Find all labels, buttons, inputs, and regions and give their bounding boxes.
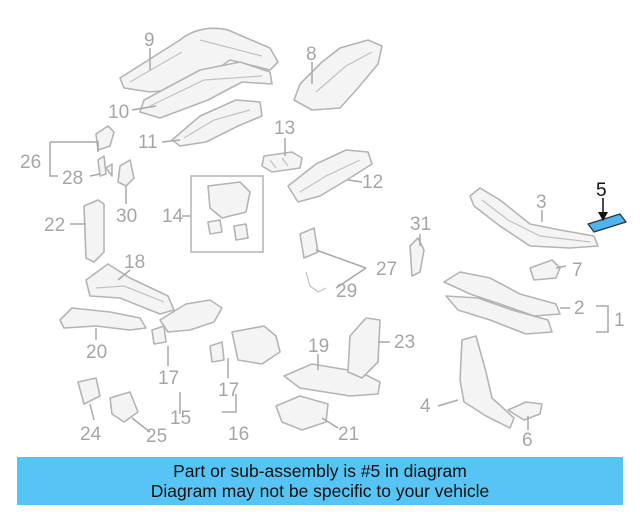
callout-10: 10: [108, 102, 129, 123]
part-30-bracket: [117, 159, 135, 187]
callout-3: 3: [536, 192, 547, 213]
callout-20: 20: [86, 342, 107, 363]
part-2-duct: [443, 271, 561, 317]
callout-31: 31: [410, 214, 431, 235]
part-23-pillar: [347, 317, 381, 379]
part-14-assembly: [190, 175, 264, 253]
callout-28: 28: [62, 168, 83, 189]
part-25-bracket: [109, 391, 139, 423]
callout-11: 11: [138, 132, 158, 153]
callout-labels: 9 8 10 11 13 12 26 28 30 14 22 18 20 17 …: [20, 30, 625, 451]
callout-27: 27: [376, 259, 397, 280]
callout-6: 6: [522, 430, 533, 451]
callout-24: 24: [80, 424, 102, 445]
part-13-vent: [261, 151, 303, 173]
callout-23: 23: [394, 332, 415, 353]
callout-26: 26: [20, 152, 41, 173]
part-16-duct: [231, 325, 281, 365]
callout-16: 16: [228, 424, 249, 445]
part-15-duct: [159, 299, 223, 333]
part-17-clip-a: [151, 325, 167, 345]
callout-4: 4: [420, 396, 431, 417]
part-11-duct: [171, 99, 263, 147]
part-7-vent: [529, 259, 561, 281]
caption-line-2: Diagram may not be specific to your vehi…: [150, 481, 490, 501]
callout-29: 29: [336, 281, 357, 302]
caption-bar: Part or sub-assembly is #5 in diagram Di…: [17, 457, 623, 505]
callout-22: 22: [44, 215, 65, 236]
callout-15: 15: [170, 408, 191, 429]
part-28-clip: [97, 155, 113, 177]
part-5-highlighted: [587, 198, 627, 233]
part-17-clip-b: [209, 341, 225, 363]
callout-9: 9: [144, 30, 155, 51]
callout-14: 14: [162, 206, 184, 227]
callout-13: 13: [274, 118, 295, 139]
part-3-duct: [469, 187, 599, 249]
part-24-bracket: [77, 377, 101, 405]
callout-21: 21: [338, 424, 359, 445]
part-1-duct: [445, 295, 553, 335]
callout-30: 30: [116, 206, 137, 227]
callout-7: 7: [572, 260, 583, 281]
part-12-duct: [287, 149, 373, 203]
part-22-pillar: [83, 199, 105, 263]
part-20-duct: [59, 307, 147, 331]
callout-19: 19: [308, 336, 329, 357]
callout-1: 1: [614, 310, 625, 331]
callout-5: 5: [596, 180, 607, 201]
callout-17-left: 17: [158, 368, 179, 389]
part-27-bracket: [299, 227, 319, 259]
callout-12: 12: [362, 172, 383, 193]
callout-8: 8: [306, 44, 317, 65]
part-8-bracket: [293, 39, 383, 111]
callout-18: 18: [124, 252, 145, 273]
part-29-wire: [305, 271, 327, 293]
part-6-bracket: [507, 401, 543, 421]
callout-17-right: 17: [218, 380, 239, 401]
part-10-duct: [139, 61, 273, 119]
part-31-bracket: [409, 237, 425, 277]
part-21-duct: [275, 395, 329, 431]
caption-line-1: Part or sub-assembly is #5 in diagram: [173, 461, 467, 481]
callout-2: 2: [574, 298, 585, 319]
leader-lines: [49, 48, 609, 433]
callout-25: 25: [146, 426, 167, 447]
part-18-duct: [85, 263, 175, 315]
part-4-duct: [459, 335, 515, 429]
